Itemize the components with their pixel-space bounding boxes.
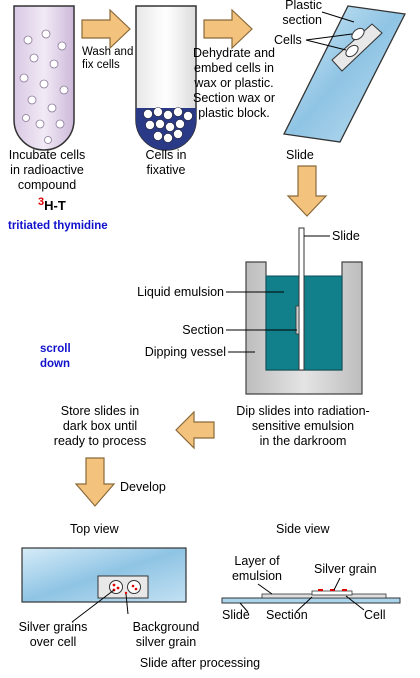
leader-background-grain — [125, 593, 129, 615]
cells-label: Cells — [274, 33, 302, 47]
arrow-down-2 — [74, 457, 116, 507]
isotope-name: H-T — [44, 198, 66, 213]
develop-label: Develop — [120, 480, 166, 494]
top-view-label: Top view — [70, 522, 119, 536]
leader-cells-1 — [305, 33, 353, 41]
silver-grains-over-cell-label: Silver grains over cell — [8, 620, 98, 650]
silver-grain-label: Silver grain — [314, 562, 377, 576]
leader-side-section — [295, 596, 313, 613]
arrow-down-1 — [286, 165, 328, 217]
liquid-emulsion-label: Liquid emulsion — [137, 285, 224, 299]
dipping-slide — [298, 227, 305, 371]
isotope-label: 3H-T — [38, 196, 66, 215]
dip-line-2: sensitive emulsion — [251, 419, 355, 433]
dip-line-1: Dip slides into radiation- — [236, 404, 370, 418]
store-line-2: dark box until — [62, 419, 138, 433]
leader-silver-grains-cell — [71, 589, 115, 623]
layer-emulsion-label: Layer of emulsion — [222, 554, 292, 584]
dehydrate-line-2: embed cells in — [194, 61, 274, 75]
scroll-line-2: down — [40, 358, 71, 370]
dip-line-3: in the darkroom — [259, 434, 347, 448]
tritiated-thymidine-label: tritiated thymidine — [8, 220, 108, 232]
leader-side-cell — [345, 595, 365, 611]
wash-fix-line-2: fix cells — [82, 59, 120, 71]
background-grain-label: Background silver grain — [124, 620, 208, 650]
leader-cells-2 — [305, 39, 347, 51]
background-line-1: Background — [132, 620, 200, 634]
dipping-section — [295, 305, 300, 335]
incubate-line-3: compound — [17, 178, 77, 192]
plastic-section-label: Plastic section — [262, 0, 322, 28]
dehydrate-line-4: Section wax or — [193, 91, 275, 105]
leader-side-slide — [239, 602, 249, 613]
leader-silver-grain — [333, 577, 341, 591]
plastic-line-1: Plastic — [285, 0, 322, 12]
store-line-3: ready to process — [53, 434, 147, 448]
arrow-right-1 — [81, 8, 131, 50]
scroll-down-label: scroll down — [40, 342, 71, 372]
side-view-slide — [221, 589, 401, 604]
dehydrate-line-1: Dehydrate and — [192, 46, 275, 60]
background-line-2: silver grain — [135, 635, 197, 649]
side-view-label: Side view — [276, 522, 330, 536]
incubate-line-2: in radioactive — [10, 163, 84, 177]
section-label: Section — [182, 323, 224, 337]
side-section-label: Section — [266, 608, 308, 622]
test-tube-fixative — [135, 5, 197, 151]
dip-slide-label: Slide — [332, 229, 360, 243]
dip-slides-label: Dip slides into radiation- sensitive emu… — [218, 404, 388, 449]
plastic-line-2: section — [282, 13, 322, 27]
incubate-line-1: Incubate cells — [8, 148, 86, 162]
store-line-1: Store slides in — [60, 404, 140, 418]
dipping-vessel-label: Dipping vessel — [144, 345, 226, 359]
test-tube-radioactive — [13, 5, 75, 151]
leader-layer-emulsion — [257, 583, 273, 595]
top-view-slide — [21, 547, 187, 603]
grains-line-1: Silver grains — [18, 620, 88, 634]
isotope-superscript: 3 — [38, 196, 45, 208]
leader-plastic-section — [321, 11, 355, 23]
side-cell-label: Cell — [364, 608, 386, 622]
slide-after-processing-label: Slide after processing — [139, 656, 261, 670]
glass-slide — [283, 5, 406, 143]
dehydrate-label: Dehydrate and embed cells in wax or plas… — [186, 46, 282, 121]
wash-fix-line-1: Wash and — [82, 46, 134, 58]
layer-line-2: emulsion — [231, 569, 283, 583]
fixative-line-2: fixative — [146, 163, 186, 177]
cells-in-fixative-label: Cells in fixative — [124, 148, 208, 178]
fixative-line-1: Cells in — [145, 148, 187, 162]
arrow-left — [175, 410, 215, 450]
side-slide-label: Slide — [222, 608, 250, 622]
arrow-right-2 — [203, 8, 253, 50]
store-slides-label: Store slides in dark box until ready to … — [36, 404, 164, 449]
layer-line-1: Layer of — [234, 554, 280, 568]
slide-label: Slide — [286, 148, 314, 162]
grains-line-2: over cell — [29, 635, 77, 649]
scroll-line-1: scroll — [40, 343, 71, 355]
dehydrate-line-5: plastic block. — [198, 106, 270, 120]
incubate-label: Incubate cells in radioactive compound — [0, 148, 94, 193]
wash-fix-label: Wash and fix cells — [82, 46, 133, 72]
dehydrate-line-3: wax or plastic. — [194, 76, 274, 90]
